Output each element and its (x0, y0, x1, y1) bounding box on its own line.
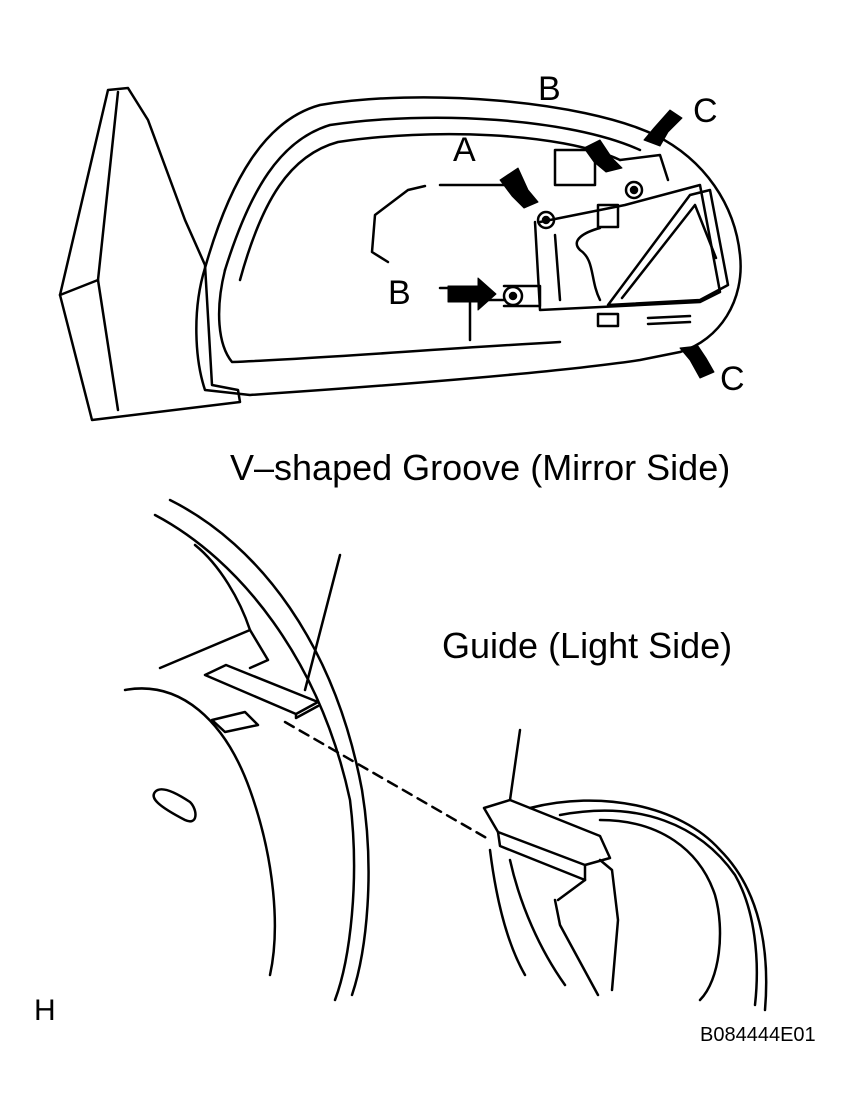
caption-mirror-groove: V–shaped Groove (Mirror Side) (230, 447, 731, 488)
label-c-top: C (693, 92, 718, 130)
label-b-left: B (388, 274, 411, 312)
document-code: B084444E01 (700, 1024, 816, 1046)
label-c-bottom: C (720, 360, 745, 398)
label-a: A (453, 131, 476, 169)
label-b-top: B (538, 70, 561, 108)
page-letter: H (34, 994, 56, 1027)
mirror-housing (58, 86, 742, 422)
caption-guide: Guide (Light Side) (442, 625, 733, 666)
callout-arrows (447, 109, 715, 379)
groove-detail (123, 498, 768, 1012)
